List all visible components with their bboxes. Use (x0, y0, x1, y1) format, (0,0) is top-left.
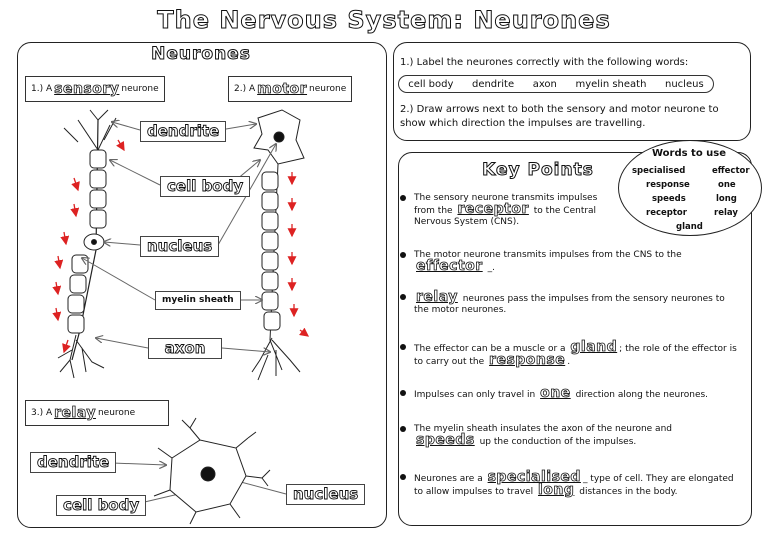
answer-long: long (537, 482, 575, 498)
word-specialised: specialised (632, 166, 686, 176)
answer-gland: gland (570, 339, 618, 355)
word-response: response (646, 180, 690, 190)
box3-answer: relay (54, 405, 96, 422)
words-to-use-oval (618, 140, 762, 236)
key-point-6: The myelin sheath insulates the axon of … (400, 424, 740, 448)
neurones-heading: Neurones (151, 44, 251, 65)
word-long: long (716, 194, 737, 204)
label-cell-body: cell body (160, 176, 251, 197)
label-nucleus: nucleus (140, 236, 220, 257)
label-axon: axon (148, 338, 222, 359)
word-receptor: receptor (646, 208, 687, 218)
motor-neurone-drawing (251, 109, 305, 381)
word-myelin-sheath: myelin sheath (575, 78, 647, 90)
box1-prefix: 1.) A (31, 84, 53, 94)
motor-neurone-box: 2.) A motor neurone (228, 76, 353, 102)
box2-answer: motor (257, 81, 308, 98)
task1-text: 1.) Label the neurones correctly with th… (400, 57, 689, 68)
relay-neurone-box: 3.) A relay neurone (25, 400, 169, 426)
box3-prefix: 3.) A (31, 408, 53, 418)
answer-receptor: receptor (457, 201, 529, 217)
key-point-4: The effector can be a muscle or a gland;… (400, 339, 740, 368)
box1-answer: sensory (54, 81, 120, 98)
key-point-3: relay neurones pass the impulses from th… (400, 289, 740, 316)
task2-text: 2.) Draw arrows next to both the sensory… (400, 104, 719, 129)
answer-speeds: speeds (416, 432, 475, 448)
answer-response: response (489, 352, 566, 368)
word-axon: axon (532, 78, 557, 90)
key-point-2: The motor neurone transmits impulses fro… (400, 250, 740, 274)
word-gland: gland (676, 222, 703, 232)
word-bank: cell body dendrite axon myelin sheath nu… (398, 75, 714, 93)
label-myelin-sheath: myelin sheath (155, 291, 241, 310)
key-point-7: Neurones are a specialised_ type of cell… (400, 469, 740, 498)
task-panel (393, 42, 751, 141)
label-relay-nucleus: nucleus (286, 484, 366, 505)
word-cell-body: cell body (408, 78, 454, 90)
answer-effector: effector (416, 258, 483, 274)
label-dendrite: dendrite (140, 121, 227, 142)
box3-suffix: neurone (97, 408, 136, 418)
label-relay-cell-body: cell body (56, 495, 147, 516)
word-effector: effector (712, 166, 750, 176)
words-to-use-title: Words to use (651, 148, 727, 159)
box2-prefix: 2.) A (234, 84, 256, 94)
word-speeds: speeds (652, 194, 686, 204)
word-one: one (718, 180, 736, 190)
key-point-5: Impulses can only travel in one directio… (400, 385, 740, 401)
box2-suffix: neurone (309, 84, 347, 94)
answer-relay: relay (416, 289, 458, 305)
page-title: The Nervous System: Neurones (157, 6, 611, 35)
answer-specialised: specialised (487, 469, 581, 485)
word-dendrite: dendrite (471, 78, 515, 90)
sensory-neurone-box: 1.) A sensory neurone (25, 76, 165, 102)
label-relay-dendrite: dendrite (30, 452, 117, 473)
word-nucleus: nucleus (665, 78, 704, 90)
impulse-arrows (52, 139, 310, 354)
key-point-1: The sensory neurone transmits impulses f… (400, 193, 610, 228)
key-points-heading: Key Points (482, 160, 594, 181)
relay-neurone-drawing (153, 417, 271, 525)
sensory-neurone-drawing (57, 109, 117, 379)
answer-one: one (540, 385, 571, 401)
word-relay: relay (714, 208, 738, 218)
box1-suffix: neurone (121, 84, 159, 94)
